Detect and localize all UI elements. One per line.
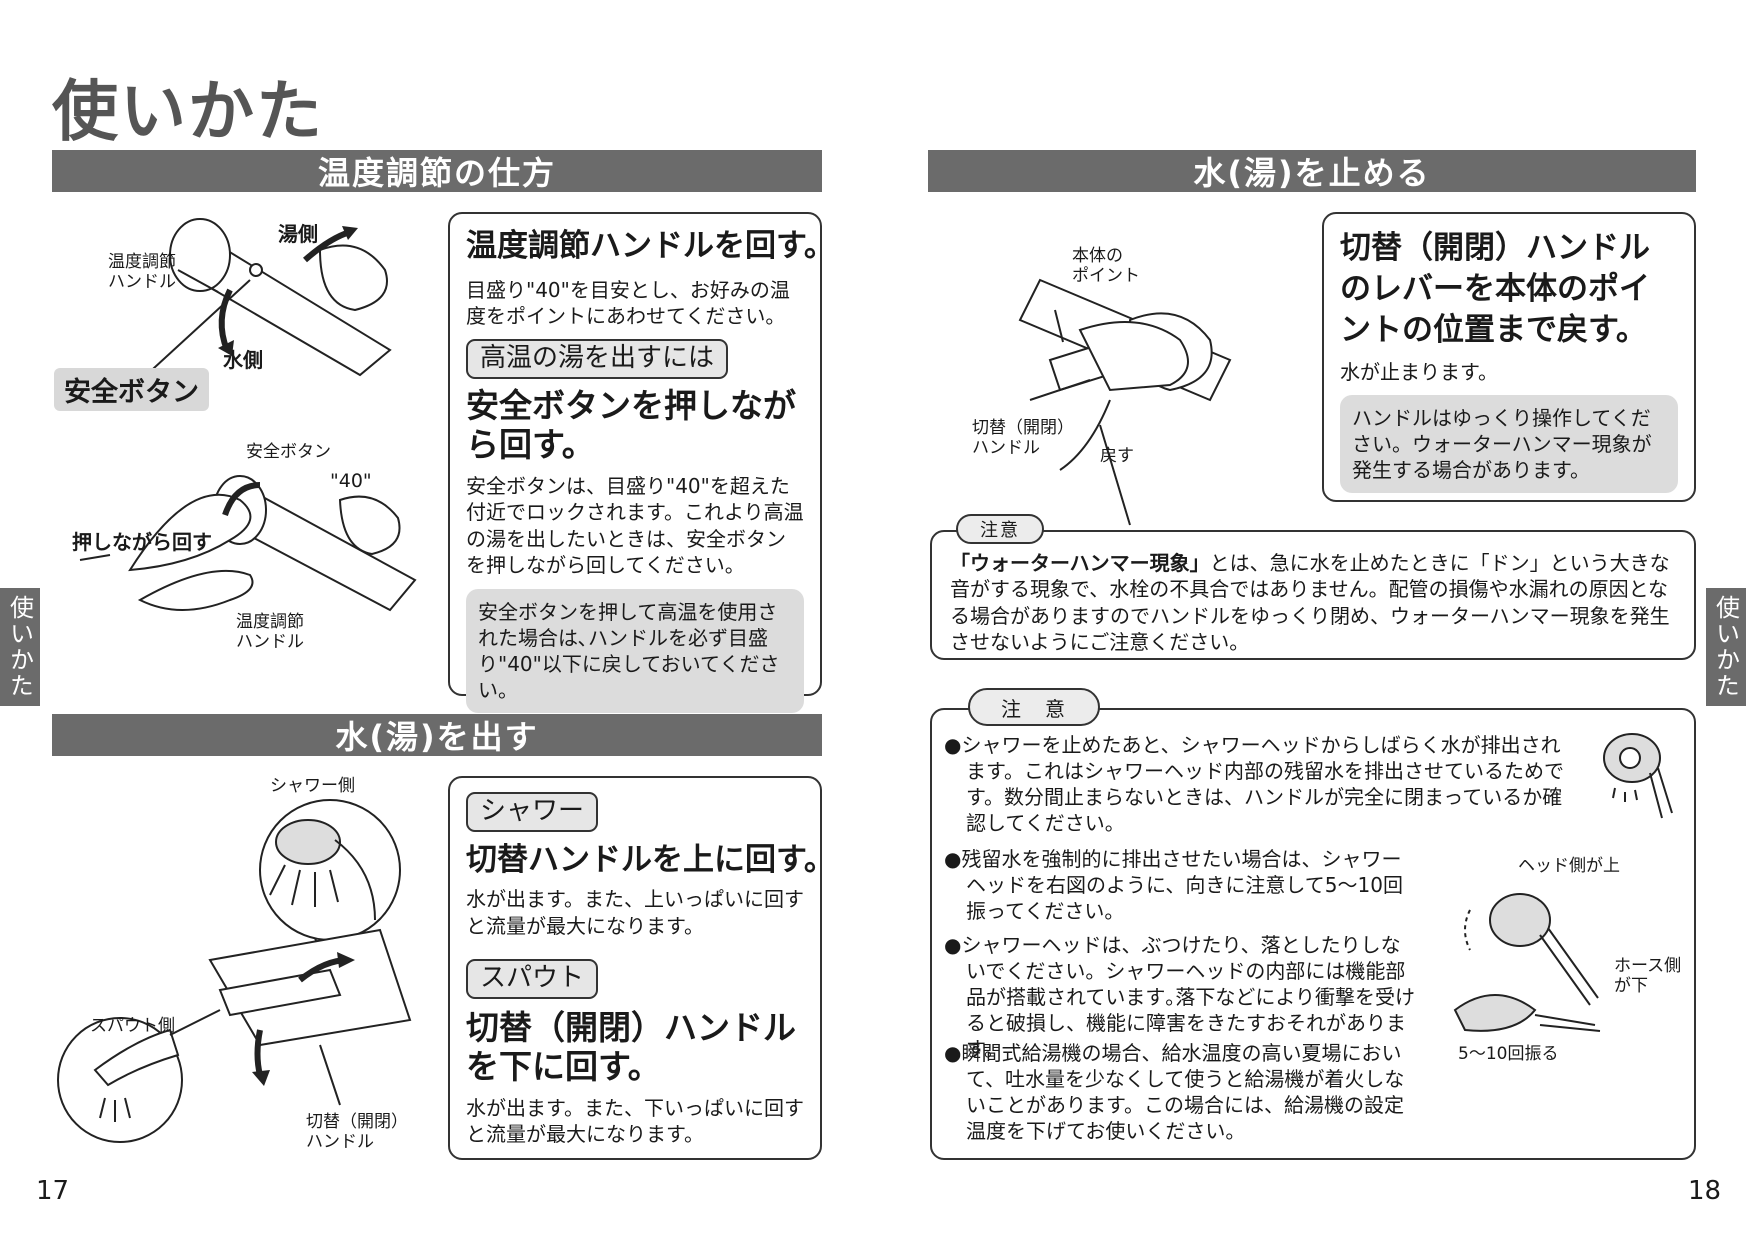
label-stop-switch-handle: 切替（開閉） ハンドル <box>972 418 1074 459</box>
dispense-title-spout: 切替（開閉）ハンドルを下に回す。 <box>466 1007 796 1086</box>
caution-water-hammer-text: 「ウォーターハンマー現象」とは、急に水を止めたときに「ドン」という大きな音がする… <box>950 550 1676 656</box>
dispense-tag-spout: スパウト <box>466 959 599 999</box>
caution-water-hammer-body: とは、急に水を止めたときに「ドン」という大きな音がする現象で、水栓の不具合ではあ… <box>950 551 1670 655</box>
page-number-right: 18 <box>1688 1176 1722 1206</box>
page-number-left: 17 <box>36 1176 70 1206</box>
label-switch-handle: 切替（開閉） ハンドル <box>306 1112 408 1153</box>
dispense-title-shower: 切替ハンドルを上に回す。 <box>466 841 835 878</box>
label-hot-side: 湯側 <box>278 222 318 246</box>
temp-box-note: 安全ボタンを押して高温を使用された場合は､ハンドルを必ず目盛り"40"以下に戻し… <box>466 588 804 713</box>
label-return: 戻す <box>1100 446 1134 466</box>
shower-head-illustration <box>1603 733 1673 819</box>
stop-box-note: ハンドルはゆっくり操作してください。ウォーターハンマー現象が発生する場合がありま… <box>1340 395 1678 494</box>
dispense-instruction-box: シャワー 切替ハンドルを上に回す。 水が出ます。また、上いっぱいに回すと流量が最… <box>448 776 835 1160</box>
caution-item-1: ●シャワーを止めたあと、シャワーヘッドからしばらく水が排出されます。これはシャワ… <box>944 733 1564 835</box>
label-safety-button: 安全ボタン <box>54 368 209 411</box>
caution-label-1: 注意 <box>956 514 1044 544</box>
temp-instruction-box: 温度調節ハンドルを回す。 目盛り"40"を目安とし、お好みの温度をポイントにあわ… <box>448 212 835 713</box>
label-temp-handle: 温度調節 ハンドル <box>108 252 176 293</box>
label-temp-handle-2: 温度調節 ハンドル <box>236 612 304 653</box>
label-body-point: 本体の ポイント <box>1072 246 1140 287</box>
stop-box-title: 切替（開閉）ハンドルのレバーを本体のポイントの位置まで戻す。 <box>1340 230 1650 348</box>
stop-instruction-box: 切替（開閉）ハンドルのレバーを本体のポイントの位置まで戻す。 水が止まります。 … <box>1322 212 1696 502</box>
caution-item-2: ●残留水を強制的に排出させたい場合は、シャワーヘッドを右図のように、向きに注意し… <box>944 847 1403 923</box>
section-temp-heading: 温度調節の仕方 <box>52 150 822 192</box>
label-push-turn: 押しながら回す <box>72 530 212 554</box>
temp-handle-illustration <box>129 218 392 391</box>
caution-item-4: ●瞬間式給湯機の場合、給水温度の高い夏場において、吐水量を少なくして使うと給湯機… <box>944 1041 1405 1143</box>
label-head-up: ヘッド側が上 <box>1518 856 1620 876</box>
side-tab-left: 使いかた <box>0 588 40 706</box>
label-cold-side: 水側 <box>223 348 263 372</box>
page-title: 使いかた <box>52 73 324 150</box>
section-stop-heading: 水(湯)を止める <box>928 150 1696 192</box>
caution-list-box <box>930 708 1696 1160</box>
caution-water-hammer-term: 「ウォーターハンマー現象」 <box>950 551 1210 575</box>
dispense-illustration <box>57 799 412 1143</box>
temp-box-tag: 高温の湯を出すには <box>466 339 729 380</box>
dispense-tag-shower: シャワー <box>466 792 599 832</box>
side-tab-right: 使いかた <box>1706 588 1746 706</box>
dispense-text-spout: 水が出ます。また、下いっぱいに回すと流量が最大になります。 <box>466 1095 804 1147</box>
label-mark-40: "40" <box>330 470 372 492</box>
temp-box-text: 目盛り"40"を目安とし、お好みの温度をポイントにあわせてください。 <box>466 277 790 328</box>
safety-button-illustration <box>79 475 417 612</box>
caution-water-hammer: 「ウォーターハンマー現象」とは、急に水を止めたときに「ドン」という大きな音がする… <box>930 530 1696 660</box>
shake-illustration <box>1453 893 1601 1032</box>
label-spout-side: スパウト側 <box>90 1016 175 1036</box>
stop-illustration <box>1018 278 1232 526</box>
label-hose-down: ホース側 が下 <box>1614 956 1682 997</box>
temp-box-text-2: 安全ボタンは、目盛り"40"を超えた付近でロックされます。これより高温の湯を出し… <box>466 474 804 578</box>
stop-box-text: 水が止まります。 <box>1340 359 1498 384</box>
caution-item-3: ●シャワーヘッドは、ぶつけたり、落としたりしないでください。シャワーヘッドの内部… <box>944 933 1415 1061</box>
label-shower-side: シャワー側 <box>270 776 355 796</box>
caution-label-2: 注 意 <box>968 688 1100 726</box>
dispense-text-shower: 水が出ます。また、上いっぱいに回すと流量が最大になります。 <box>466 887 804 938</box>
label-safety-button-small: 安全ボタン <box>246 442 331 462</box>
temp-box-title-2: 安全ボタンを押しながら回す。 <box>466 386 796 465</box>
temp-box-title: 温度調節ハンドルを回す。 <box>466 228 835 264</box>
section-dispense-heading: 水(湯)を出す <box>52 714 822 756</box>
label-shake: 5〜10回振る <box>1458 1044 1559 1064</box>
